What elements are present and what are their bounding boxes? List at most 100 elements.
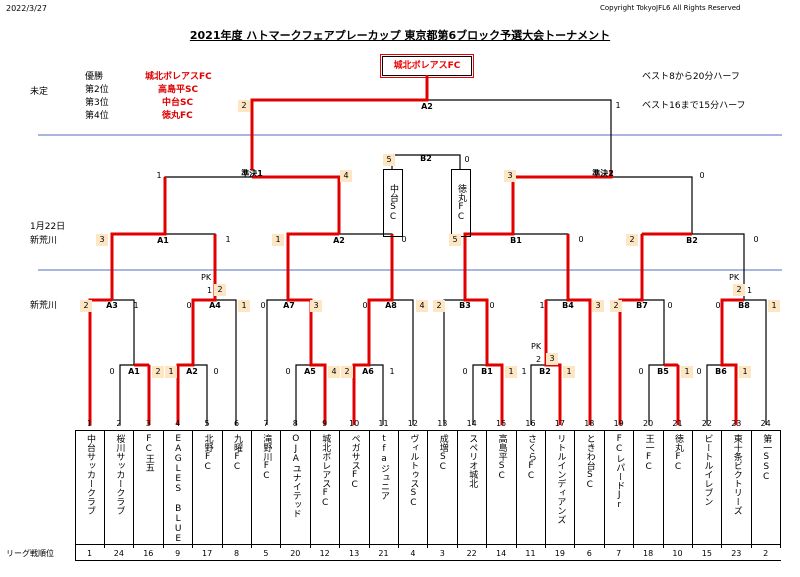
semi1-label: 準決1 [241, 169, 263, 178]
qf-score-left: 2 [626, 234, 638, 246]
r16-score-right: 1 [133, 301, 139, 310]
team-table-frame [75, 430, 781, 561]
r16-score-left: 0 [362, 301, 368, 310]
qf-score-left: 1 [272, 234, 284, 246]
team-name: 第一SSC [751, 430, 782, 548]
qf-score-left: 5 [449, 234, 461, 246]
r16-score-right: 0 [667, 301, 673, 310]
win-path [252, 175, 341, 234]
third-team-right: 徳丸FC [451, 169, 471, 237]
r16-score-right: 1 [768, 300, 780, 312]
r1-score-right: 0 [213, 367, 219, 376]
team-rank: 21 [378, 549, 389, 558]
third-team-left: 中台SC [383, 169, 403, 237]
team-rank: 15 [701, 549, 712, 558]
r1-label: A1 [128, 367, 140, 376]
result-place-3: 第3位 [85, 98, 109, 108]
semi2-score-right: 0 [699, 171, 705, 180]
r16-score-left: 0 [186, 301, 192, 310]
qf-label: A1 [157, 236, 169, 245]
team-name: OJAユナイテッド [281, 430, 311, 548]
team-rank: 14 [496, 549, 507, 558]
r1-label: A6 [362, 367, 374, 376]
team-number: 19 [613, 419, 624, 428]
team-rank: 17 [202, 549, 213, 558]
r1-score-left: 0 [696, 367, 702, 376]
pk-score-right: 2 [214, 284, 226, 296]
qf-score-right: 0 [401, 235, 407, 244]
result-team-3: 中台SC [162, 98, 194, 108]
semi2-bracket [512, 176, 693, 234]
win-path [544, 300, 562, 425]
team-rank: 9 [175, 549, 181, 558]
team-name: 中台サッカークラブ [75, 430, 105, 548]
team-name: tfaジュニア [369, 430, 399, 548]
r16-score-left: 1 [539, 301, 545, 310]
r1-score-left: 0 [638, 367, 644, 376]
team-number: 5 [204, 419, 210, 428]
r16-score-right: 3 [592, 300, 604, 312]
team-rank: 11 [525, 549, 536, 558]
pk-score-left: 1 [207, 286, 213, 295]
r1-label: B1 [481, 367, 493, 376]
win-path [110, 177, 167, 300]
team-rank: 2 [763, 549, 769, 558]
team-number: 21 [672, 419, 683, 428]
r16-label: B4 [562, 301, 574, 310]
r1-score-right: 1 [563, 366, 575, 378]
semi1-score-right: 4 [340, 170, 352, 182]
result-team-2: 高島平SC [158, 85, 199, 95]
r16-a8-bracket [368, 299, 414, 425]
team-number: 2 [116, 419, 122, 428]
team-name: 城北ボレアスFC [310, 430, 341, 548]
third-label: B2 [420, 154, 432, 163]
pk-score-left: 2 [733, 284, 745, 296]
team-rank: 23 [731, 549, 742, 558]
third-score-right: 0 [464, 155, 470, 164]
r16-b3-bracket [443, 299, 488, 425]
result-place-1: 優勝 [85, 72, 104, 82]
team-number: 22 [701, 419, 712, 428]
team-rank: 22 [466, 549, 477, 558]
team-rank: 1 [86, 549, 93, 558]
copyright-label: Copyright TokyoJFL6 All Rights Reserved [600, 4, 741, 12]
win-path [566, 234, 592, 425]
r1-score-left: 1 [165, 366, 177, 378]
pk-label: PK [531, 342, 542, 351]
r16-score-right: 1 [238, 300, 250, 312]
team-rank: 7 [616, 549, 622, 558]
note-late: ベスト16まで15分ハーフ [642, 101, 746, 111]
team-number: 1 [86, 419, 93, 428]
r16-a4-bracket [192, 299, 237, 425]
team-rank: 8 [233, 549, 240, 558]
pk-label: PK [729, 273, 740, 282]
r16-a7-bracket [266, 299, 312, 425]
third-score-left: 5 [383, 154, 395, 166]
r1-score-right: 2 [152, 366, 164, 378]
team-number: 13 [437, 419, 448, 428]
r16-score-right: 4 [416, 300, 428, 312]
r1-score-right: 4 [328, 366, 340, 378]
r16-label: B7 [636, 301, 648, 310]
team-number: 20 [643, 419, 654, 428]
r16-score-right: 3 [310, 300, 322, 312]
win-path [463, 177, 515, 425]
note-early: ベスト8から20分ハーフ [642, 72, 740, 82]
semi1-bracket [164, 176, 340, 234]
result-place-2: 第2位 [85, 85, 109, 95]
win-path [176, 234, 217, 425]
r1-label: A2 [186, 367, 198, 376]
team-name: FC王五 [134, 430, 164, 548]
r16-b7-bracket [619, 299, 665, 425]
team-name: ビートルイレブン [692, 430, 723, 548]
r16-label: A7 [283, 301, 295, 310]
r1-label: B2 [539, 367, 551, 376]
r1-label: B5 [657, 367, 669, 376]
team-number: 18 [584, 419, 595, 428]
r1-score-left: 2 [341, 366, 353, 378]
team-name: 北野FC [193, 430, 223, 548]
team-name: ときわ台SC [575, 430, 605, 548]
semi2-score-left: 3 [504, 170, 516, 182]
r16-score-left: 0 [715, 301, 721, 310]
